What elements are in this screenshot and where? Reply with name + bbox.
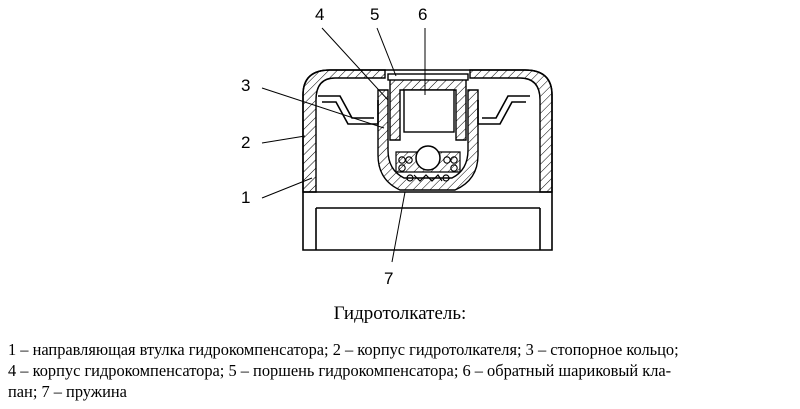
label-5: 5 (370, 5, 379, 24)
legend-line: 4 – корпус гидрокомпенсатора; 5 – поршен… (8, 361, 672, 380)
hydraulic-tappet-diagram: 1 2 3 4 5 6 7 (241, 5, 553, 288)
valve-cylinder (403, 89, 455, 133)
ball-spring (398, 156, 458, 172)
tappet-body-wall-left (302, 69, 386, 193)
label-6: 6 (418, 5, 427, 24)
check-ball (415, 145, 441, 171)
legend-line: 1 – направляющая втулка гидрокомпенсатор… (8, 340, 679, 359)
label-2: 2 (241, 133, 250, 152)
return-spring (406, 174, 450, 182)
label-7: 7 (384, 269, 393, 288)
figure-title: Гидротолкатель: (333, 303, 467, 324)
label-1: 1 (241, 188, 250, 207)
leader-lines (261, 27, 426, 263)
compensator-piston (389, 77, 467, 141)
tappet-body-wall-right (469, 69, 553, 193)
piston-top (387, 73, 469, 81)
legend-line: пан; 7 – пружина (8, 382, 127, 401)
label-4: 4 (315, 5, 324, 24)
figure-legend: 1 – направляющая втулка гидрокомпенсатор… (8, 339, 794, 402)
label-3: 3 (241, 76, 250, 95)
